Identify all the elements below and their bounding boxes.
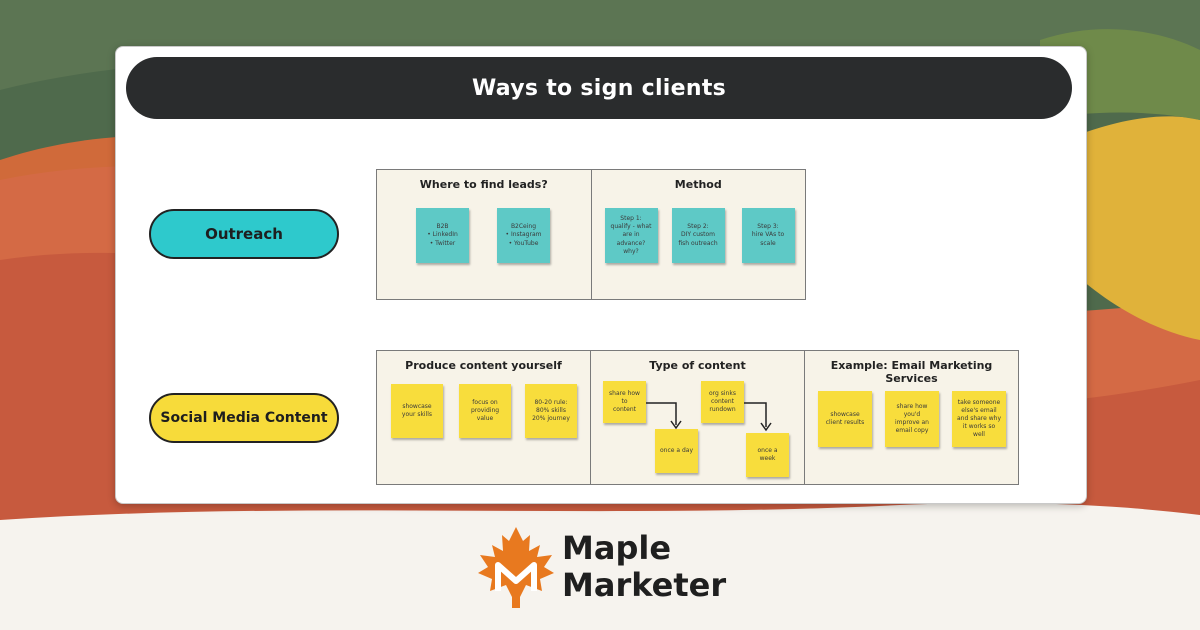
sticky-note: org sinks content rundown [701,381,744,423]
panel-title: Produce content yourself [405,359,562,372]
sticky-note: Step 1: qualify - what are in advance? w… [604,208,658,263]
sticky-note: showcase client results [818,391,872,447]
panel-title: Where to find leads? [419,178,548,191]
sticky-note: B2B • LinkedIn • Twitter [416,208,469,263]
panel-type-of-content: Type of content share how to content onc… [591,351,805,484]
sticky-note: showcase your skills [391,384,443,438]
sticky-note: once a day [655,429,698,473]
maple-leaf-m-icon [478,527,554,608]
diagram-title: Ways to sign clients [126,57,1072,119]
sticky-note: take someone else's email and share why … [952,391,1006,447]
sticky-note: share how to content [603,381,646,423]
social-media-board: Produce content yourself showcase your s… [376,350,1019,485]
arrow-icon [744,402,772,432]
outreach-board: Where to find leads? B2B • LinkedIn • Tw… [376,169,806,300]
panel-produce-content-yourself: Produce content yourself showcase your s… [377,351,591,484]
brand-line-1: Maple [562,529,672,567]
brand-line-2: Marketer [562,566,727,604]
social-media-content-label: Social Media Content [149,393,339,443]
sticky-note: share how you'd improve an email copy [885,391,939,447]
panel-method: Method Step 1: qualify - what are in adv… [592,170,806,299]
sticky-note: Step 3: hire VAs to scale [741,208,795,263]
sticky-note: focus on providing value [459,384,511,438]
panel-title: Example: Email Marketing Services [830,359,993,385]
sticky-note: once a week [746,433,789,477]
outreach-label: Outreach [149,209,339,259]
arrow-icon [646,402,682,430]
brand-name: Maple Marketer [562,530,726,604]
sticky-note: Step 2: DIY custom fish outreach [671,208,725,263]
panel-where-to-find-leads: Where to find leads? B2B • LinkedIn • Tw… [377,170,592,299]
sticky-note: 80-20 rule: 80% skills 20% journey [525,384,577,438]
panel-example-email-marketing: Example: Email Marketing Services showca… [805,351,1018,484]
sticky-note: B2Ceing • Instagram • YouTube [497,208,550,263]
panel-title: Type of content [649,359,746,372]
panel-title: Method [674,178,722,191]
diagram-card: Ways to sign clients Outreach Social Med… [115,46,1087,504]
